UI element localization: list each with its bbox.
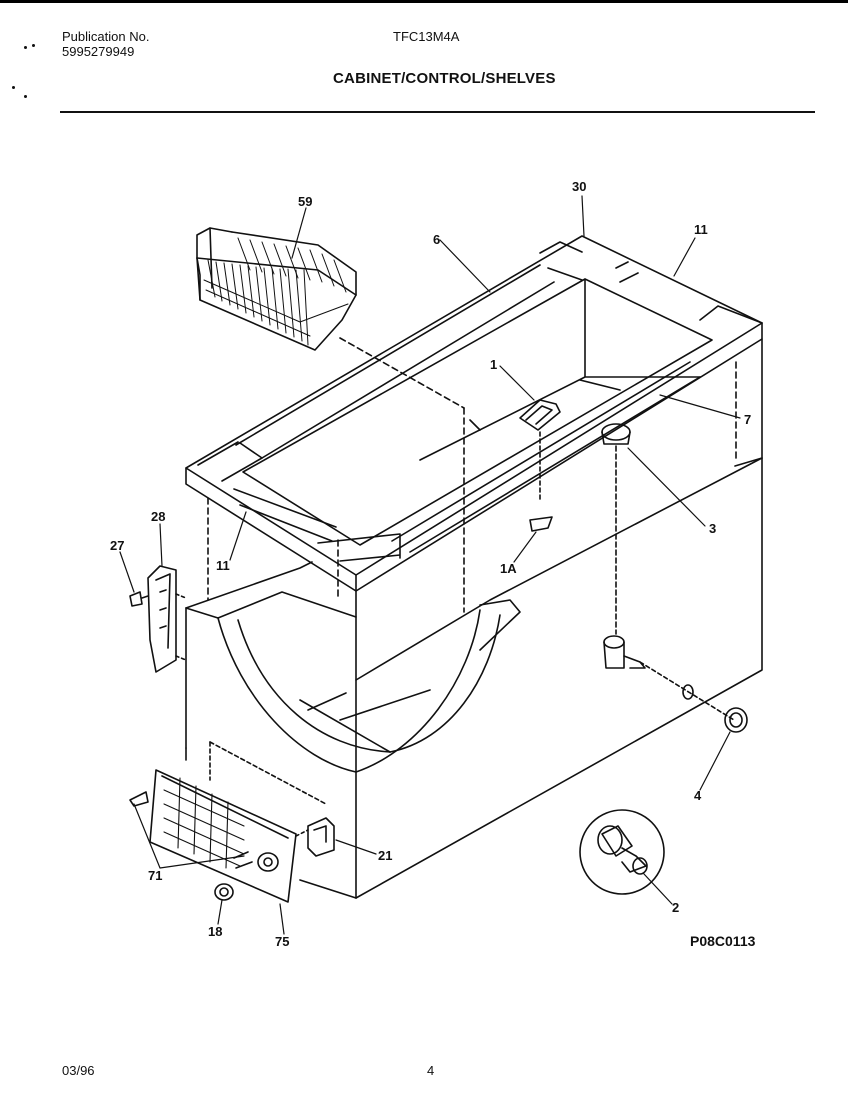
publication-number: 5995279949: [62, 44, 135, 59]
drain-tube-assembly: [603, 635, 748, 733]
callout-11-top: 11: [694, 222, 708, 237]
header-rule: [60, 111, 815, 113]
leader-lines: [119, 195, 741, 935]
top-border: [0, 0, 848, 3]
scan-speck: [24, 46, 27, 49]
callout-18: 18: [208, 924, 222, 939]
callout-4: 4: [694, 788, 702, 803]
page-title: CABINET/CONTROL/SHELVES: [333, 70, 556, 87]
callout-3: 3: [709, 521, 716, 536]
scan-speck: [32, 44, 35, 47]
footer-date: 03/96: [62, 1063, 95, 1078]
cabinet-body: [185, 337, 763, 899]
scan-speck: [24, 95, 27, 98]
toe-grille: [149, 741, 327, 903]
callout-30: 30: [572, 179, 586, 194]
callout-7: 7: [744, 412, 751, 427]
callout-21: 21: [378, 848, 392, 863]
hinge-screw: [129, 591, 149, 607]
callout-1: 1: [490, 357, 497, 372]
footer-page-number: 4: [427, 1063, 435, 1078]
callout-28: 28: [151, 509, 165, 524]
lid-latch: [519, 399, 561, 532]
grille-screw: [129, 791, 149, 807]
wire-basket: [196, 227, 357, 351]
callout-71: 71: [148, 868, 162, 883]
callout-27: 27: [110, 538, 124, 553]
grille-washer: [214, 883, 234, 901]
cabinet-top-frame: [185, 235, 763, 592]
callout-1a: 1A: [500, 561, 517, 576]
figure-code: P08C0113: [690, 933, 756, 949]
callout-6: 6: [433, 232, 440, 247]
scan-speck: [12, 86, 15, 89]
callout-59: 59: [298, 194, 312, 209]
callout-75: 75: [275, 934, 289, 949]
detail-bubble-valve: [579, 809, 665, 895]
publication-label: Publication No.: [62, 29, 150, 44]
drain-plug: [601, 423, 631, 635]
thermostat-control: [295, 817, 335, 857]
hinge-bracket: [147, 565, 187, 673]
callout-2: 2: [672, 900, 679, 915]
callout-11-bottom: 11: [216, 558, 230, 573]
model-number: TFC13M4A: [393, 29, 460, 44]
